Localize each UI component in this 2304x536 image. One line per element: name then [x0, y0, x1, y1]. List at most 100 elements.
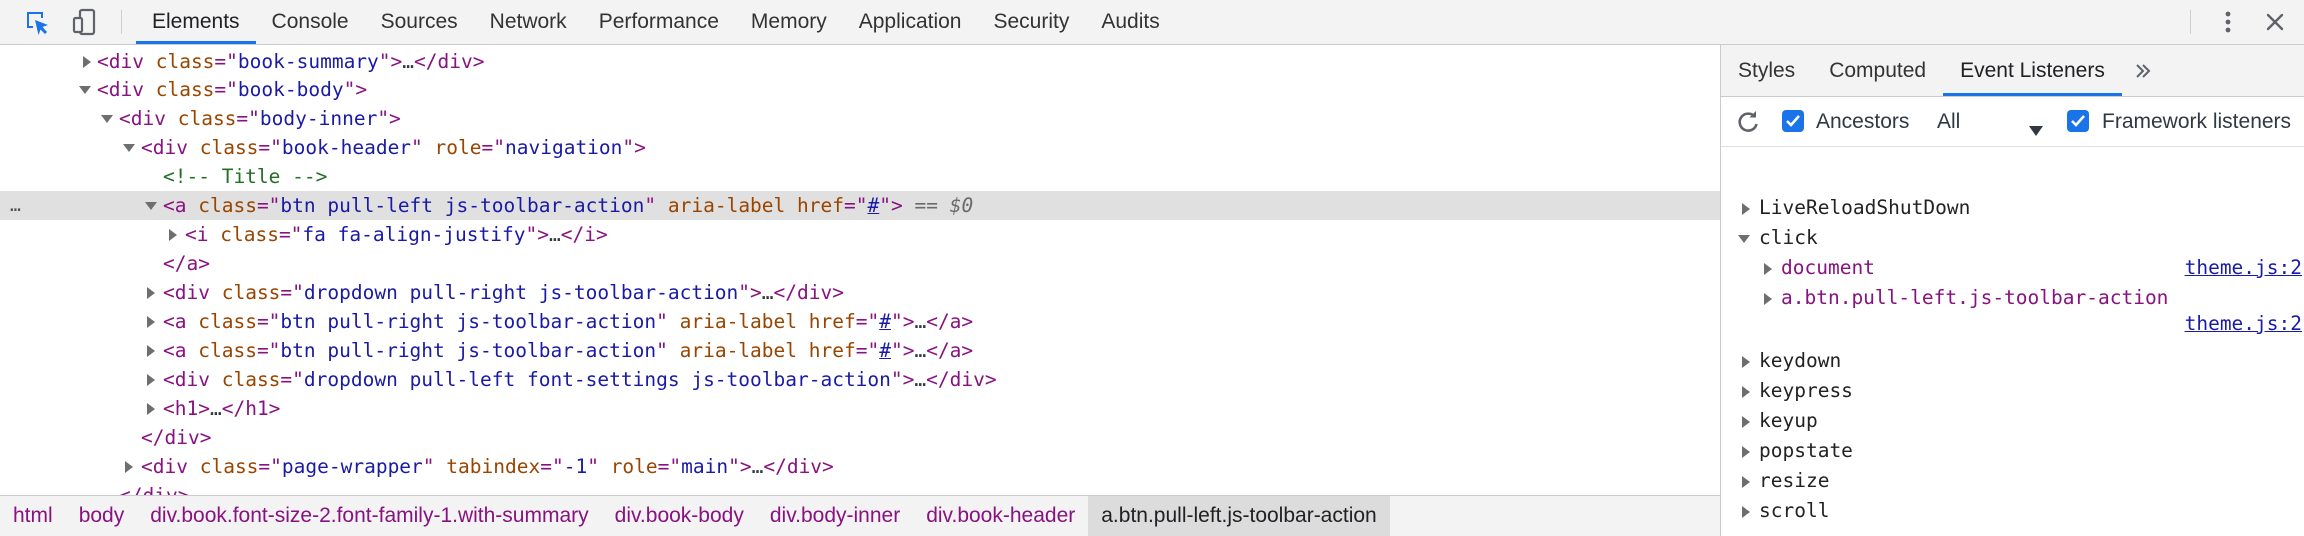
tab-styles[interactable]: Styles [1738, 59, 1796, 82]
dom-node[interactable]: <!-- Title --> [163, 165, 328, 188]
listener-source-link[interactable]: theme.js:2 [2184, 312, 2302, 335]
expand-triangle-icon[interactable] [145, 336, 159, 365]
event-name: keydown [1759, 349, 1842, 372]
tab-memory[interactable]: Memory [750, 10, 827, 33]
expand-triangle-icon[interactable] [1762, 283, 1776, 313]
expand-triangle-icon[interactable] [1740, 406, 1754, 436]
inspect-element-icon[interactable] [22, 7, 52, 37]
tab-console[interactable]: Console [271, 10, 349, 33]
expand-triangle-icon[interactable] [1740, 466, 1754, 496]
collapse-triangle-icon[interactable] [145, 191, 159, 220]
breadcrumb-a-btn[interactable]: a.btn.pull-left.js-toolbar-action [1088, 496, 1390, 536]
listener-type-select[interactable]: All [1937, 110, 1961, 133]
toolbar-separator [121, 10, 122, 34]
list-item[interactable]: keydown [1721, 346, 2304, 376]
event-name: LiveReloadShutDown [1759, 196, 1971, 219]
breadcrumb-html[interactable]: html [13, 504, 53, 527]
dom-tree[interactable]: <div class="book-summary">…</div> <div c… [0, 45, 1720, 495]
dom-node[interactable]: <i class="fa fa-align-justify">…</i> [0, 220, 1720, 249]
dom-node[interactable]: <div class="dropdown pull-left font-sett… [0, 365, 1720, 394]
list-item[interactable]: LiveReloadShutDown [1721, 193, 2304, 223]
dom-node[interactable]: <a class="btn pull-right js-toolbar-acti… [0, 307, 1720, 336]
sidebar-pane: Styles Computed Event Listeners Ancestor… [1721, 45, 2304, 536]
more-tabs-chevron-icon[interactable] [2122, 45, 2162, 96]
tab-computed[interactable]: Computed [1829, 59, 1927, 82]
listener-source-link[interactable]: theme.js:2 [2184, 256, 2302, 279]
breadcrumb: html body div.book.font-size-2.font-fami… [0, 495, 1720, 536]
tab-performance[interactable]: Performance [598, 10, 719, 33]
expand-triangle-icon[interactable] [145, 278, 159, 307]
panel-divider[interactable] [1720, 45, 1721, 536]
expand-triangle-icon[interactable] [1740, 496, 1754, 526]
expand-triangle-icon[interactable] [145, 307, 159, 336]
collapse-triangle-icon[interactable] [79, 75, 93, 104]
close-icon[interactable] [2260, 7, 2290, 37]
sidebar-tabs: Styles Computed Event Listeners [1721, 45, 2304, 97]
expand-triangle-icon[interactable] [1740, 376, 1754, 406]
dom-node[interactable]: </a> [163, 252, 210, 275]
list-item[interactable]: click [1721, 223, 2304, 253]
expand-triangle-icon[interactable] [123, 452, 137, 481]
tab-sources[interactable]: Sources [380, 10, 458, 33]
expand-triangle-icon[interactable] [81, 47, 95, 76]
list-item[interactable]: document theme.js:2 [1721, 253, 2304, 283]
expand-triangle-icon[interactable] [145, 365, 159, 394]
ancestors-label: Ancestors [1816, 110, 1910, 133]
device-toolbar-icon[interactable] [70, 7, 100, 37]
list-item[interactable]: popstate [1721, 436, 2304, 466]
tab-audits[interactable]: Audits [1101, 10, 1160, 33]
list-item[interactable]: resize [1721, 466, 2304, 496]
dom-node[interactable]: </div> [0, 481, 1720, 495]
dom-node[interactable]: <div class="dropdown pull-right js-toolb… [0, 278, 1720, 307]
dom-node-selected[interactable]: … <a class="btn pull-left js-toolbar-act… [0, 191, 1720, 220]
tab-event-listeners[interactable]: Event Listeners [1943, 45, 2122, 96]
dom-node[interactable]: <div class="book-summary">…</div> [0, 47, 1720, 76]
expand-triangle-icon[interactable] [1740, 436, 1754, 466]
event-listener-list: LiveReloadShutDown click document theme.… [1721, 147, 2304, 536]
breadcrumb-div-book-header[interactable]: div.book-header [926, 504, 1076, 527]
breadcrumb-div-body-inner[interactable]: div.body-inner [769, 504, 901, 527]
collapse-triangle-icon[interactable] [101, 104, 115, 133]
devtools-toolbar: Elements Console Sources Network Perform… [0, 0, 2304, 45]
event-name: keyup [1759, 409, 1818, 432]
panel-tabs: Elements Console Sources Network Perform… [136, 0, 1176, 44]
dom-node[interactable]: <h1>…</h1> [0, 394, 1720, 423]
list-item[interactable]: scroll [1721, 496, 2304, 526]
expand-triangle-icon[interactable] [1740, 193, 1754, 223]
expand-triangle-icon[interactable] [145, 394, 159, 423]
tab-security[interactable]: Security [993, 10, 1070, 33]
ancestors-checkbox[interactable] [1782, 110, 1804, 132]
collapse-triangle-icon[interactable] [123, 133, 137, 162]
breadcrumb-body[interactable]: body [78, 504, 125, 527]
listener-node: document [1781, 256, 1875, 279]
dom-node[interactable]: <div class="body-inner"> [0, 104, 1720, 133]
more-vertical-icon[interactable] [2213, 7, 2243, 37]
select-arrow-icon[interactable] [2029, 118, 2043, 142]
refresh-icon[interactable] [1735, 109, 1761, 135]
framework-listeners-checkbox[interactable] [2067, 110, 2089, 132]
dom-node[interactable]: <a class="btn pull-right js-toolbar-acti… [0, 336, 1720, 365]
tab-elements[interactable]: Elements [136, 0, 256, 44]
dom-node[interactable]: <div class="book-header" role="navigatio… [0, 133, 1720, 162]
expand-triangle-icon[interactable] [167, 220, 181, 249]
tab-network[interactable]: Network [489, 10, 567, 33]
list-item[interactable]: keypress [1721, 376, 2304, 406]
framework-listeners-label: Framework listeners [2102, 110, 2292, 133]
event-name: popstate [1759, 439, 1853, 462]
dom-node[interactable]: </div> [141, 426, 212, 449]
event-name: resize [1759, 469, 1830, 492]
breadcrumb-div-book-body[interactable]: div.book-body [614, 504, 744, 527]
event-name: click [1759, 226, 1818, 249]
breadcrumb-div-book[interactable]: div.book.font-size-2.font-family-1.with-… [150, 504, 589, 527]
node-actions-dots[interactable]: … [10, 195, 21, 216]
collapse-triangle-icon[interactable] [1738, 223, 1752, 253]
dom-node[interactable]: <div class="page-wrapper" tabindex="-1" … [0, 452, 1720, 481]
expand-triangle-icon[interactable] [1740, 346, 1754, 376]
list-item[interactable]: a.btn.pull-left.js-toolbar-action [1721, 283, 2304, 313]
list-item: theme.js:2 [1721, 309, 2304, 339]
expand-triangle-icon[interactable] [1762, 253, 1776, 283]
dom-node[interactable]: <div class="book-body"> [0, 75, 1720, 104]
tab-application[interactable]: Application [858, 10, 962, 33]
listener-node: a.btn.pull-left.js-toolbar-action [1781, 286, 2169, 309]
list-item[interactable]: keyup [1721, 406, 2304, 436]
